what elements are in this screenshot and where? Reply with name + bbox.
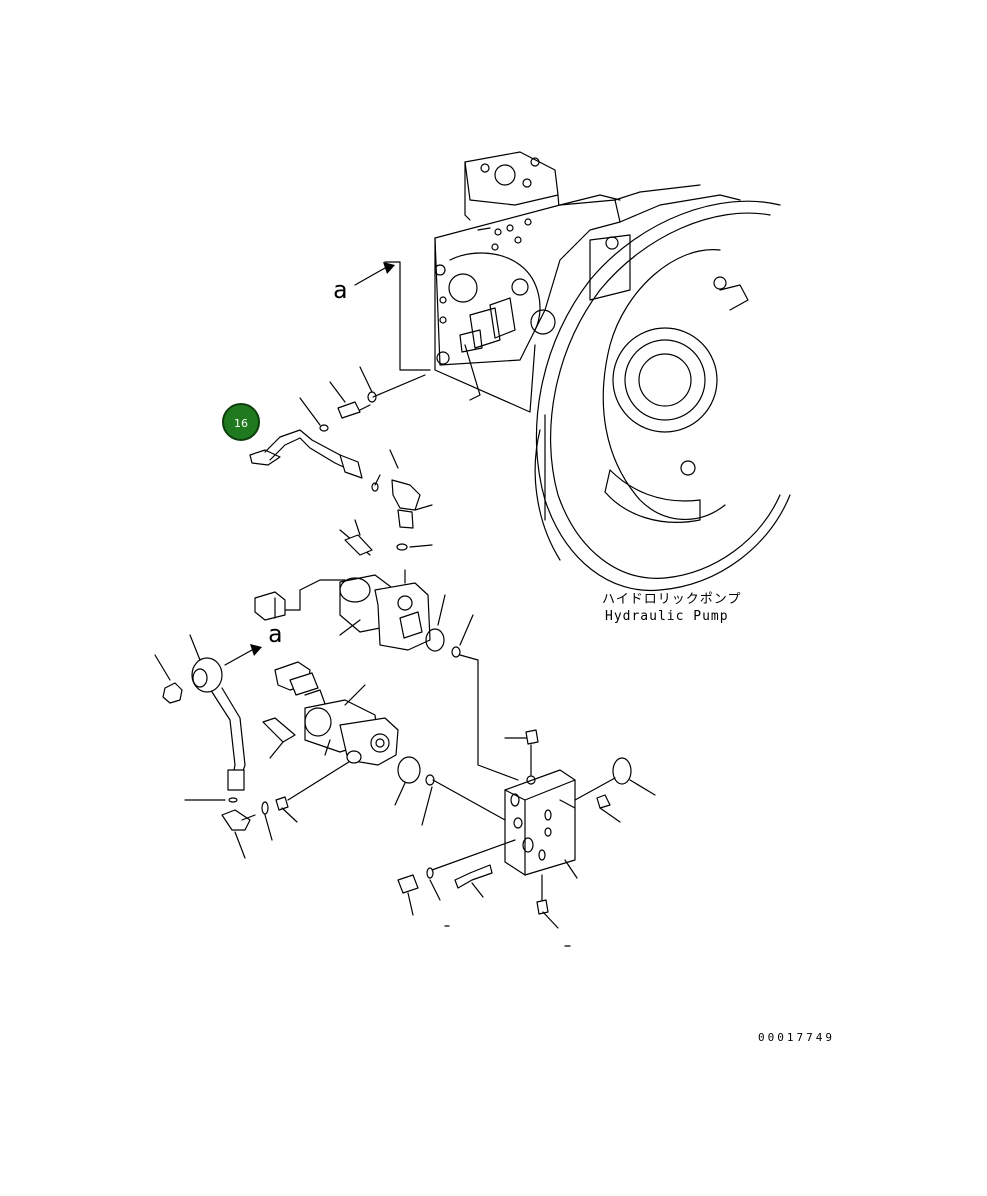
- callout-16[interactable]: 16: [222, 403, 260, 441]
- pump-label-english: Hydraulic Pump: [605, 609, 729, 624]
- view-marker-mid: a: [224, 620, 282, 666]
- callout-16-number[interactable]: 16: [234, 417, 248, 430]
- solenoid-valve-lower: [262, 661, 506, 826]
- view-marker-top-label: a: [333, 276, 347, 304]
- bolts-bottom: [397, 839, 571, 947]
- drawing-number: 00017749: [758, 1031, 835, 1044]
- manifold-block: [459, 654, 656, 929]
- pump-label: ハイドロリックポンプ Hydraulic Pump: [602, 592, 741, 624]
- view-marker-mid-label: a: [268, 620, 282, 648]
- fittings-top: [249, 366, 433, 551]
- view-marker-top: a: [333, 261, 431, 371]
- pipe-left: [154, 634, 361, 859]
- pump-label-japanese: ハイドロリックポンプ: [602, 592, 741, 607]
- hydraulic-pump: [434, 151, 791, 592]
- solenoid-valve-upper: [254, 519, 474, 658]
- callout-16-circle[interactable]: [222, 403, 260, 441]
